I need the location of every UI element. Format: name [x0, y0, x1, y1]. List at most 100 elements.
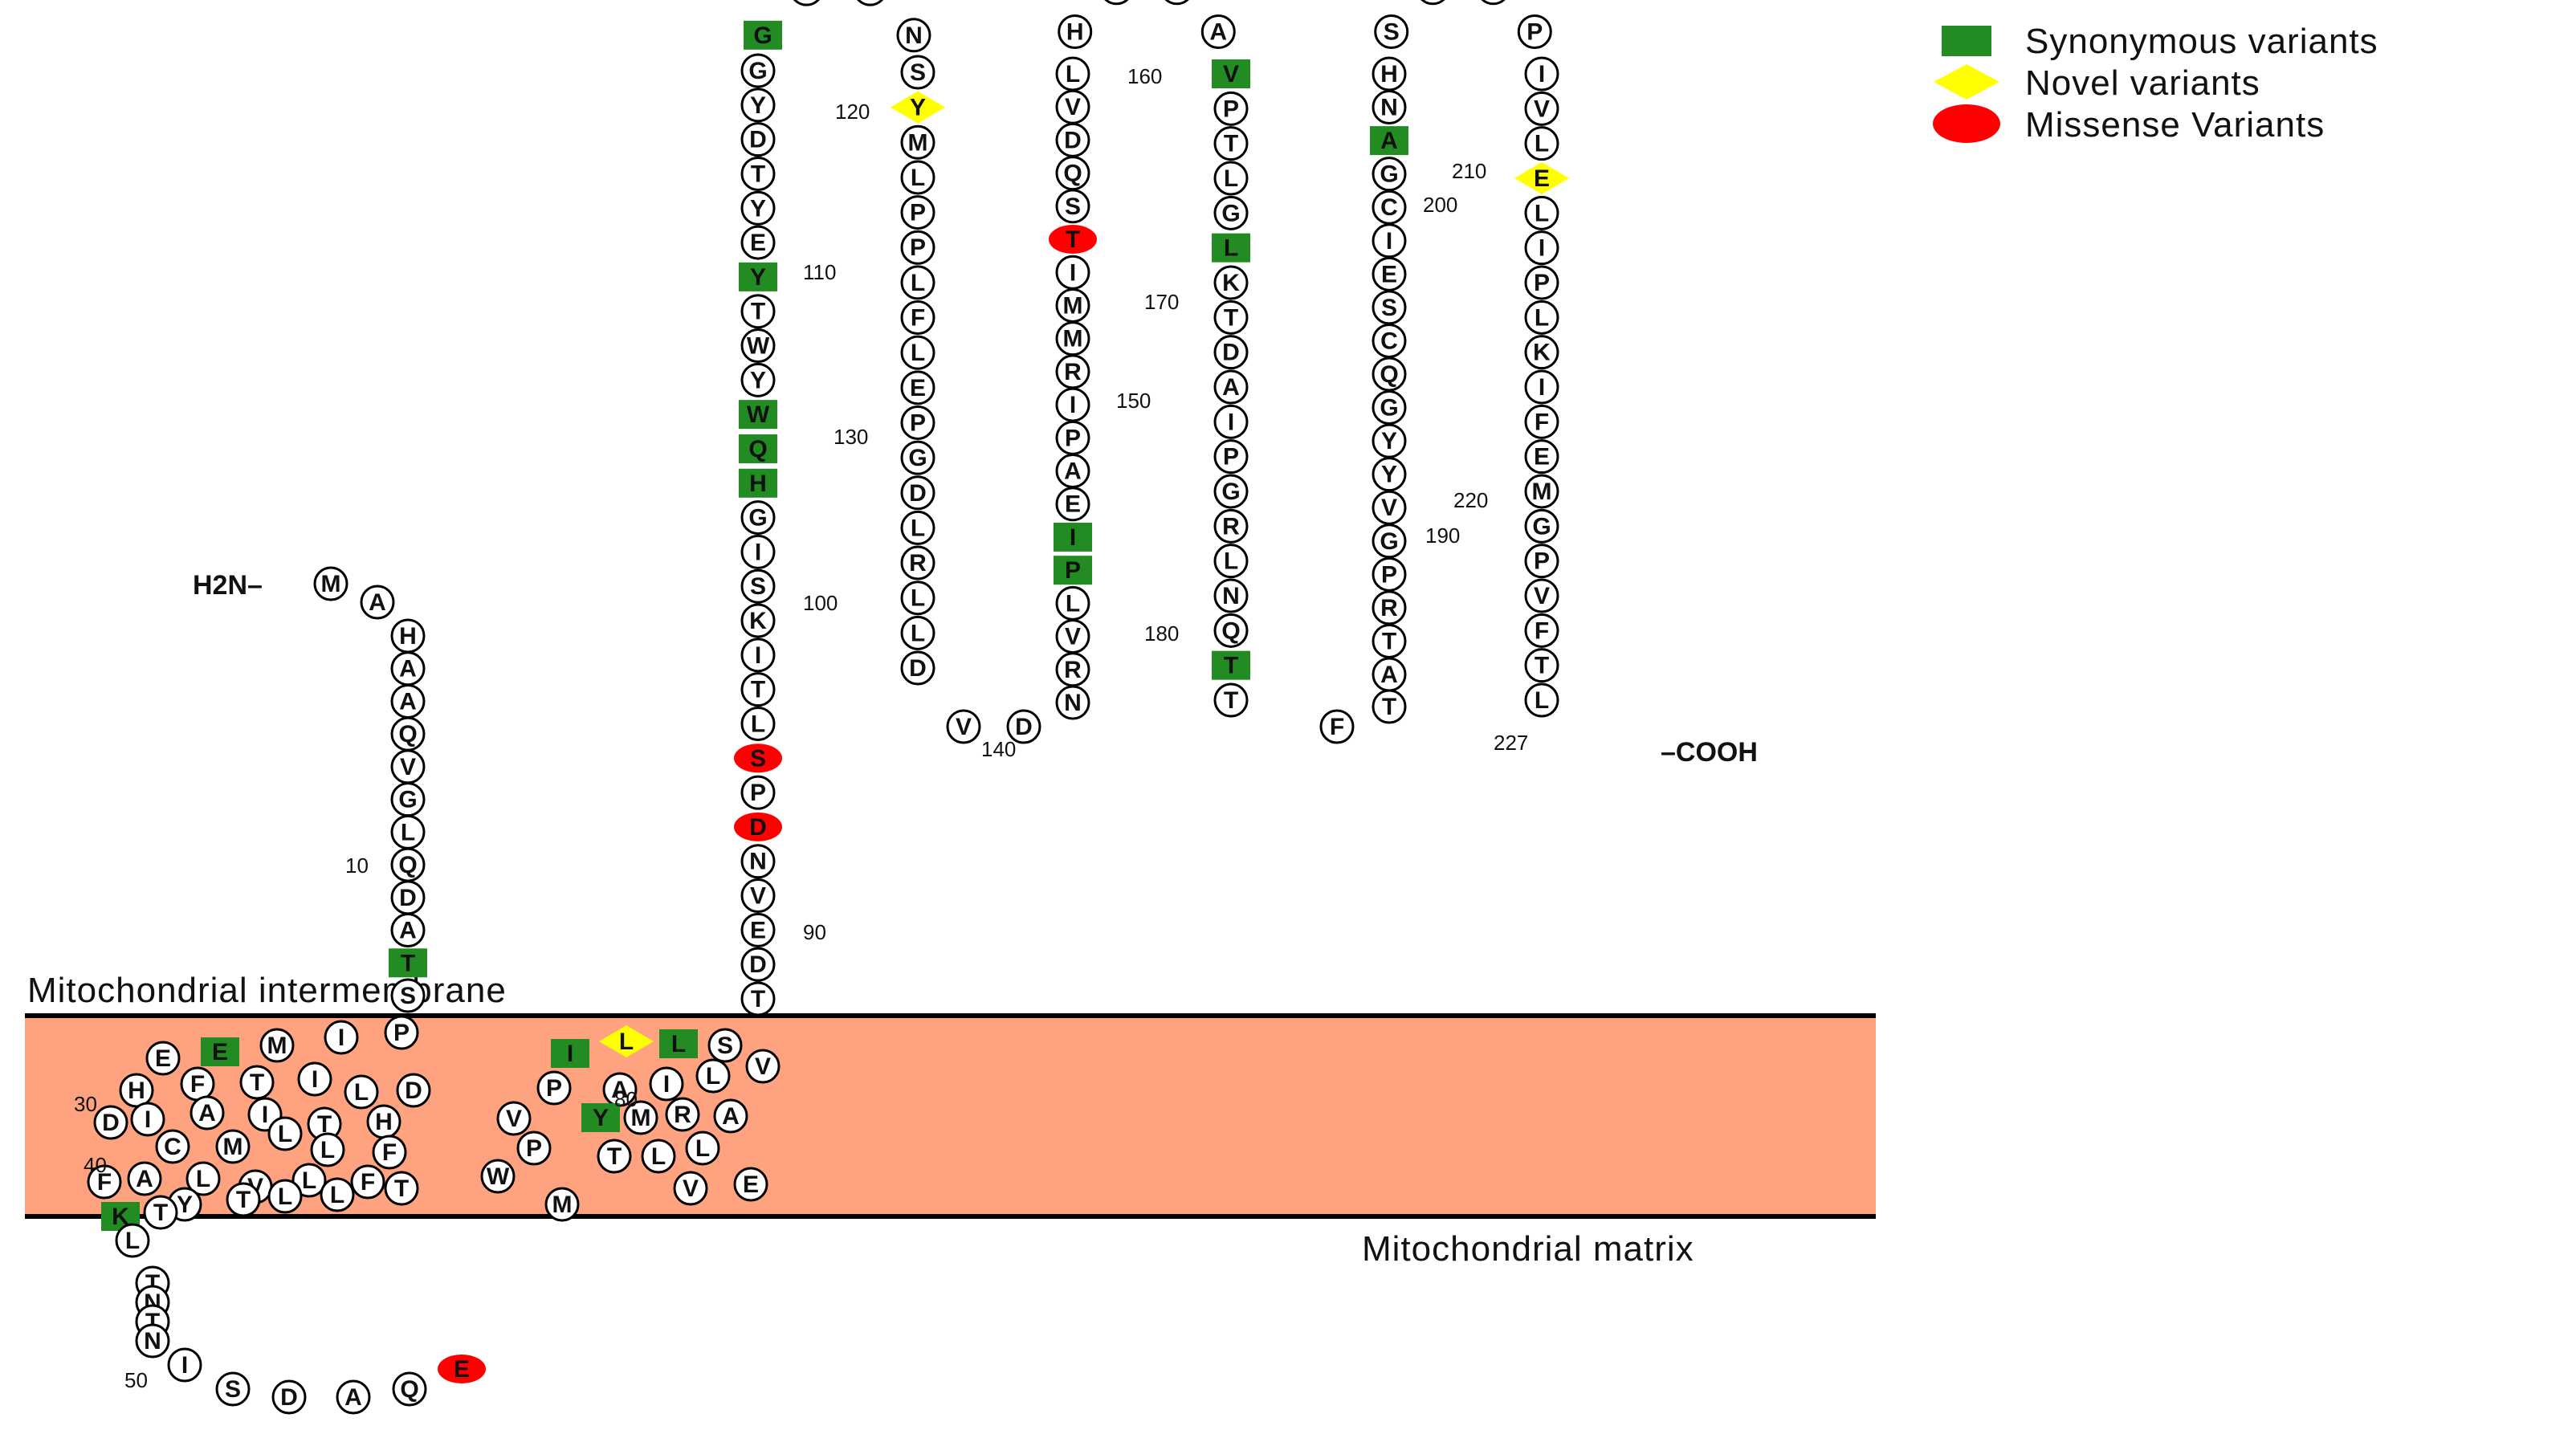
residue: D	[396, 1073, 431, 1108]
residue: D	[390, 880, 426, 915]
residue-letter: Y	[593, 1105, 609, 1131]
residue-circle	[900, 195, 935, 230]
residue-letter: I	[567, 1041, 573, 1067]
synonymous-variant-marker	[1212, 59, 1250, 88]
residue: Q	[1055, 156, 1090, 191]
residue-letter: C	[1380, 328, 1398, 354]
residue: G	[744, 20, 783, 50]
residue: C	[155, 1129, 190, 1164]
residue: L	[659, 1029, 698, 1058]
residue-letter: D	[749, 814, 767, 841]
residue-circle	[665, 1097, 700, 1132]
residue: I	[740, 534, 776, 569]
residue: Q	[1372, 356, 1407, 392]
missense-variant-marker	[438, 1355, 486, 1383]
residue-letter: Q	[1221, 617, 1240, 644]
residue: G	[1213, 195, 1249, 230]
residue-letter: T	[236, 1187, 251, 1213]
residue: G	[1372, 390, 1407, 426]
residue-letter: L	[1066, 61, 1080, 88]
residue-circle	[1524, 56, 1559, 92]
residue-letter: N	[749, 849, 767, 875]
residue-letter: A	[1209, 19, 1227, 46]
residue-circle	[1372, 90, 1407, 125]
residue-letter: W	[747, 333, 770, 360]
residue-letter: D	[909, 655, 927, 682]
residue: V	[745, 1049, 781, 1084]
residue-circle	[896, 18, 931, 53]
residue-circle	[1006, 709, 1041, 744]
residue-circle	[344, 1074, 379, 1110]
residue-letter: E	[155, 1045, 171, 1072]
residue-circle	[900, 650, 935, 686]
residue: T	[740, 156, 776, 191]
residue-circle	[239, 1065, 275, 1100]
residue: G	[900, 440, 935, 475]
position-number: 120	[835, 100, 870, 124]
residue-letter: W	[487, 1163, 510, 1190]
residue-circle	[496, 1101, 532, 1136]
residue: S	[740, 568, 776, 604]
residue-circle	[740, 534, 776, 569]
residue-letter: E	[454, 1356, 470, 1383]
synonymous-variant-marker	[1212, 233, 1250, 263]
residue: H	[119, 1073, 154, 1108]
residue-circle	[1524, 544, 1559, 579]
residue: T	[389, 948, 427, 978]
residue-letter: N	[905, 22, 923, 49]
residue-circle	[1104, 0, 1129, 6]
residue-letter: T	[751, 299, 765, 325]
residue-circle	[130, 1102, 165, 1137]
residue-letter: G	[1221, 200, 1240, 226]
residue: E	[740, 912, 776, 947]
residue: E	[201, 1037, 239, 1066]
residue-circle	[1372, 223, 1407, 259]
residue-circle	[1213, 439, 1249, 475]
residue: V	[1055, 89, 1090, 124]
residue-letter: V	[683, 1175, 699, 1202]
residue-letter: M	[1063, 292, 1083, 319]
residue-letter: L	[320, 1137, 335, 1163]
position-number: 170	[1144, 290, 1179, 314]
residue-letter: V	[1065, 624, 1081, 650]
residue-letter: K	[112, 1204, 129, 1230]
residue: L	[320, 1177, 355, 1212]
residue: D	[900, 650, 935, 686]
residue-circle	[1213, 369, 1249, 405]
residue: A	[127, 1161, 162, 1196]
residue: P	[1524, 265, 1559, 300]
synonymous-variant-marker	[659, 1029, 698, 1058]
residue-circle	[733, 1167, 768, 1202]
residue: D	[1055, 122, 1090, 157]
residue-circle	[392, 1371, 427, 1407]
synonymous-variant-marker	[1212, 650, 1250, 680]
position-number: 100	[803, 591, 838, 615]
residue-circle	[745, 1049, 781, 1084]
residue-letter: G	[748, 505, 767, 532]
residue-letter: Y	[750, 264, 766, 291]
position-number: 227	[1494, 731, 1528, 755]
residue-circle	[900, 265, 935, 300]
residue-letter: I	[663, 1071, 670, 1098]
residue-letter: A	[198, 1100, 216, 1126]
residue: F	[1524, 613, 1559, 648]
residue-circle	[115, 1223, 150, 1258]
residue: K	[740, 603, 776, 638]
residue-letter: L	[1224, 548, 1238, 575]
residue-letter: G	[1532, 513, 1551, 540]
residue: P	[516, 1130, 552, 1166]
residue-circle	[740, 672, 776, 707]
residue-circle	[1372, 256, 1407, 291]
residue: L	[641, 1139, 676, 1174]
position-number: 190	[1425, 523, 1460, 548]
residue-circle	[155, 1129, 190, 1164]
residue-letter: M	[267, 1033, 287, 1059]
residue-letter: P	[1223, 96, 1239, 122]
residue: Y	[891, 91, 945, 124]
residue-circle	[1058, 14, 1093, 50]
residue: T	[226, 1182, 261, 1217]
residue-circle	[1524, 265, 1559, 300]
residue: E	[1524, 439, 1559, 475]
